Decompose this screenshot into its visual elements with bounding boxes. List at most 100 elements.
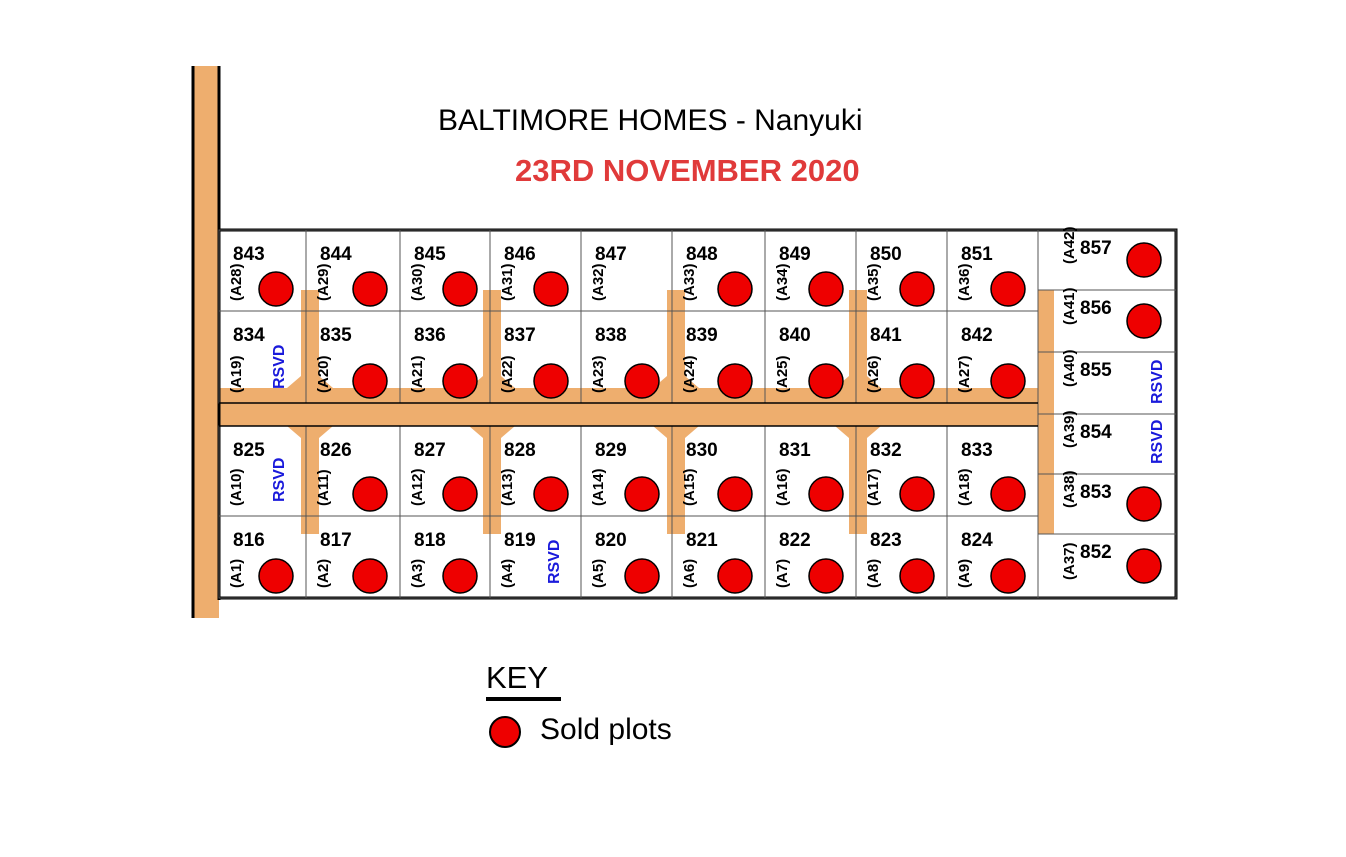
plot-840: 840 (A25)	[774, 325, 844, 399]
sold-dot-icon	[1126, 548, 1162, 584]
side-road-right	[1038, 290, 1054, 534]
plot-code: (A10)	[228, 468, 245, 506]
plot-code: (A38)	[1061, 470, 1078, 508]
plot-code: (A30)	[409, 263, 426, 301]
plot-number: 846	[504, 244, 536, 265]
road-corner	[287, 426, 301, 438]
key-underline	[486, 697, 561, 701]
plot-822: 822(A7)	[774, 530, 844, 594]
sold-dot-icon	[899, 476, 935, 512]
sold-dot-icon	[533, 271, 569, 307]
plot-code: (A2)	[315, 559, 332, 588]
plot-837: 837(A22)	[499, 325, 569, 399]
plot-857: 857(A42)	[1061, 226, 1162, 278]
plot-number: 856	[1080, 298, 1112, 319]
reserved-label: RSVD	[271, 458, 288, 502]
plot-827: 827(A12)	[409, 440, 478, 512]
plot-number: 849	[779, 244, 811, 265]
sold-dot-icon	[990, 558, 1026, 594]
road-corner	[319, 376, 333, 388]
sold-dot-icon	[717, 363, 753, 399]
reserved-label: RSVD	[1149, 420, 1166, 464]
plot-number: 819	[504, 530, 536, 551]
road-corner	[653, 426, 667, 438]
plot-number: 835	[320, 325, 352, 346]
plot-839: 839(A24)	[681, 325, 753, 399]
plot-852: 852(A37)	[1061, 542, 1162, 584]
plot-number: 824	[961, 530, 993, 551]
plot-843: 843(A28)	[228, 244, 294, 307]
plot-number: 840	[779, 325, 811, 346]
plot-854: 854(A39)RSVD	[1061, 410, 1166, 464]
sold-dot-icon	[352, 363, 388, 399]
plot-number: 826	[320, 440, 352, 461]
plot-824: 824(A9)	[956, 530, 1026, 594]
road-corner	[835, 426, 849, 438]
sold-dot-icon	[990, 363, 1026, 399]
road-corner	[685, 426, 699, 438]
sold-dot-icon	[624, 476, 660, 512]
plot-border	[1037, 533, 1177, 599]
plot-833: 833(A18)	[956, 440, 1026, 512]
plot-817: 817(A2)	[315, 530, 388, 594]
plot-828: 828(A13)	[499, 440, 569, 512]
road-corner	[501, 426, 515, 438]
plot-code: (A29)	[315, 263, 332, 301]
plot-code: (A25)	[774, 355, 791, 393]
reserved-label: RSVD	[271, 345, 288, 389]
plot-number: 827	[414, 440, 446, 461]
sold-dot-icon	[489, 716, 521, 748]
plot-848: 848(A33)	[681, 244, 753, 307]
plot-code: (A32)	[590, 263, 607, 301]
plot-number: 839	[686, 325, 718, 346]
plot-code: (A20)	[315, 355, 332, 393]
plot-code: (A11)	[315, 469, 332, 506]
sold-dot-icon	[808, 271, 844, 307]
plot-number: 843	[233, 244, 265, 265]
plot-code: (A23)	[590, 355, 607, 393]
plot-code: (A33)	[681, 263, 698, 301]
plot-826: 826 (A11)	[315, 440, 388, 512]
plot-number: 853	[1080, 482, 1112, 503]
reserved-label: RSVD	[546, 540, 563, 584]
plots: 843(A28)844(A29)845(A30)846(A31)847(A32)…	[228, 226, 1166, 594]
plot-829: 829(A14)	[590, 440, 660, 512]
sold-dot-icon	[533, 476, 569, 512]
plot-844: 844(A29)	[315, 244, 388, 307]
plot-836: 836(A21)	[409, 325, 478, 399]
plot-856: 856(A41)	[1061, 287, 1162, 339]
sold-dot-icon	[808, 363, 844, 399]
sold-dot-icon	[990, 476, 1026, 512]
sold-dot-icon	[717, 476, 753, 512]
plot-code: (A17)	[865, 468, 882, 506]
plot-code: (A42)	[1061, 226, 1078, 264]
sold-dot-icon	[717, 271, 753, 307]
sold-dot-icon	[899, 271, 935, 307]
plot-code: (A4)	[499, 559, 516, 588]
cross-road-2	[483, 290, 501, 534]
sold-dot-icon	[1126, 486, 1162, 522]
sold-dot-icon	[1126, 303, 1162, 339]
plot-832: 832(A17)	[865, 440, 935, 512]
plot-number: 844	[320, 244, 352, 265]
road-corner	[501, 376, 515, 388]
plot-851: 851(A36)	[956, 244, 1026, 307]
plot-846: 846(A31)	[499, 244, 569, 307]
sold-dot-icon	[442, 558, 478, 594]
road-corner	[469, 426, 483, 438]
road-corner	[287, 376, 301, 388]
plot-825: 825(A10)RSVD	[228, 440, 288, 506]
reserved-label: RSVD	[1149, 360, 1166, 404]
plot-number: 831	[779, 440, 811, 461]
sold-dot-icon	[808, 558, 844, 594]
plot-number: 838	[595, 325, 627, 346]
map-title: BALTIMORE HOMES - Nanyuki	[438, 104, 863, 137]
plot-code: (A22)	[499, 355, 516, 393]
plot-834: 834(A19)RSVD	[228, 325, 288, 393]
plot-841: 841(A26)	[865, 325, 935, 399]
sold-dot-icon	[533, 363, 569, 399]
plot-number: 816	[233, 530, 265, 551]
plot-number: 821	[686, 530, 718, 551]
access-road-vertical	[193, 66, 219, 618]
plot-number: 845	[414, 244, 446, 265]
